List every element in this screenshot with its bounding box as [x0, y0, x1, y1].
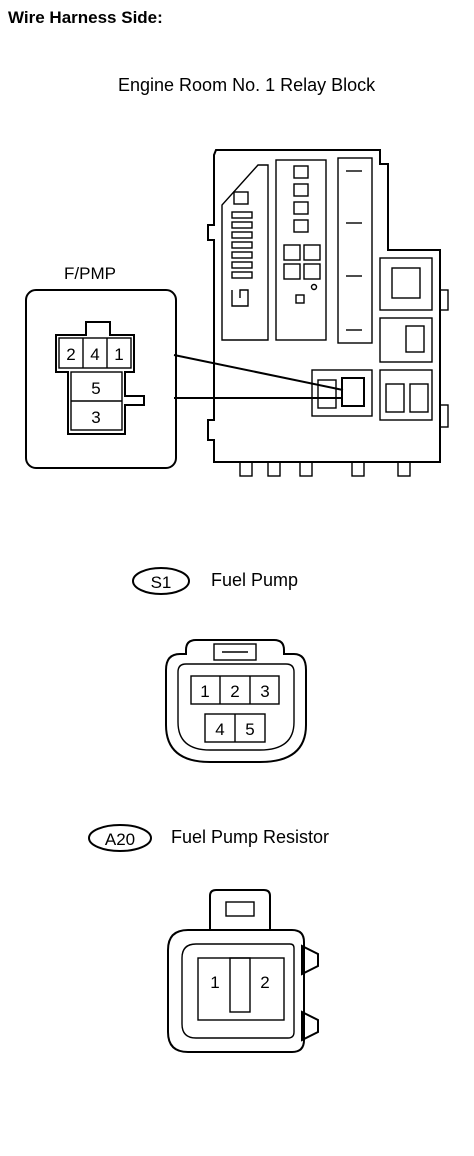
a20-connector-name: Fuel Pump Resistor	[171, 827, 330, 847]
fpmp-socket-highlight	[341, 377, 365, 407]
a20-connector: A20 1 2	[88, 824, 319, 1053]
a20-code: A20	[105, 830, 135, 849]
fpmp-pin-1: 1	[114, 345, 123, 364]
s1-pin-5: 5	[245, 720, 254, 739]
a20-pin-2: 2	[260, 973, 269, 992]
fpmp-detail-callout: 2 4 1 5 3	[25, 289, 344, 469]
s1-connector-name: Fuel Pump	[211, 570, 299, 590]
s1-pin-3: 3	[260, 682, 269, 701]
diagram-title: Wire Harness Side:	[8, 8, 163, 27]
fpmp-pin-5: 5	[91, 379, 100, 398]
s1-pin-1: 1	[200, 682, 209, 701]
relay-block-drawing	[207, 149, 449, 477]
s1-code: S1	[151, 573, 172, 592]
fpmp-detail-label: F/PMP	[64, 264, 116, 283]
s1-connector: S1 1 2 3 4 5	[132, 567, 307, 763]
s1-pin-4: 4	[215, 720, 224, 739]
relay-block-name: Engine Room No. 1 Relay Block	[118, 75, 376, 95]
fpmp-pin-3: 3	[91, 408, 100, 427]
fpmp-pin-4: 4	[90, 345, 99, 364]
s1-pin-2: 2	[230, 682, 239, 701]
a20-pin-1: 1	[210, 973, 219, 992]
fpmp-pin-2: 2	[66, 345, 75, 364]
